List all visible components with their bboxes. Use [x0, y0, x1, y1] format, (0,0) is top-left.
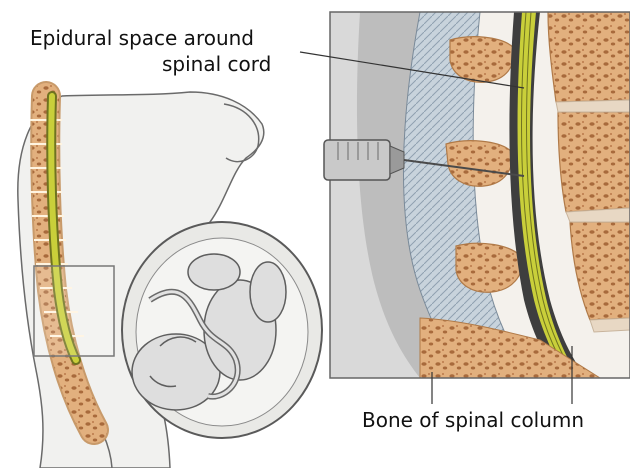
zoom-panel: [330, 12, 630, 378]
pregnant-body-figure: [18, 92, 322, 468]
bone-label: Bone of spinal column: [362, 408, 584, 433]
spine-highlight-box: [34, 266, 114, 356]
epidural-label-line1: Epidural space around: [30, 26, 254, 51]
epidural-label-line2: spinal cord: [162, 52, 271, 77]
syringe-barrel: [324, 140, 390, 180]
